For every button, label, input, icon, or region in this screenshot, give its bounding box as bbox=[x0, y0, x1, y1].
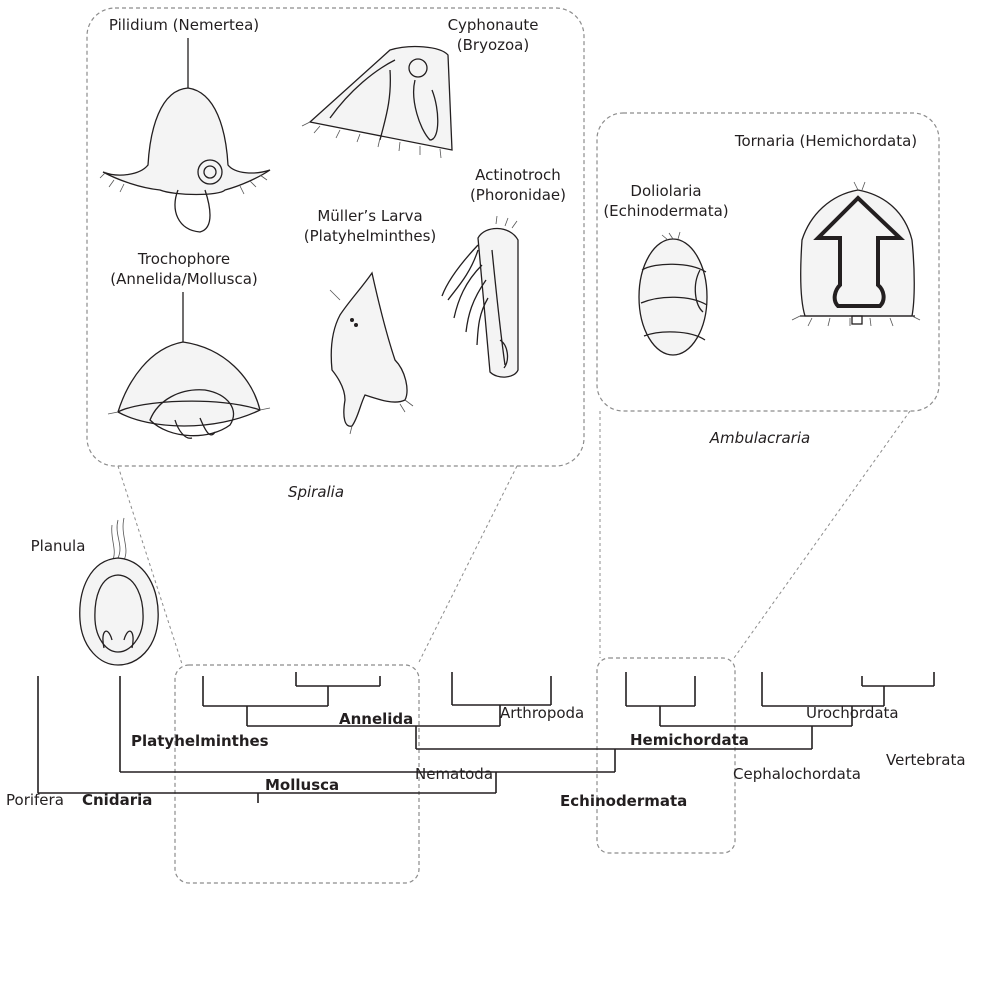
trochophore-label-line2: (Annelida/Mollusca) bbox=[110, 270, 258, 288]
actinotroch-illustration bbox=[442, 216, 518, 377]
tornaria-label: Tornaria (Hemichordata) bbox=[734, 132, 917, 150]
mullers-larva-label-line1: Müller’s Larva bbox=[317, 207, 422, 225]
planula-label: Planula bbox=[31, 537, 86, 555]
doliolaria-label-line2: (Echinodermata) bbox=[603, 202, 728, 220]
pilidium-label: Pilidium (Nemertea) bbox=[109, 16, 259, 34]
taxon-cnidaria: Cnidaria bbox=[82, 791, 152, 809]
mullers-larva-label-line2: (Platyhelminthes) bbox=[304, 227, 437, 245]
spiralia-group-label: Spiralia bbox=[288, 483, 344, 501]
taxon-nematoda: Nematoda bbox=[415, 765, 493, 783]
spiralia-clade-box bbox=[175, 665, 419, 883]
taxon-echinodermata: Echinodermata bbox=[560, 792, 687, 810]
taxon-cephalochordata: Cephalochordata bbox=[733, 765, 861, 783]
taxon-hemichordata: Hemichordata bbox=[630, 731, 749, 749]
cyphonaute-label-line2: (Bryozoa) bbox=[457, 36, 529, 54]
taxon-porifera: Porifera bbox=[6, 791, 64, 809]
ambulacraria-connector-right bbox=[734, 411, 910, 658]
taxon-urochordata: Urochordata bbox=[806, 704, 899, 722]
cyphonaute-label-line1: Cyphonaute bbox=[448, 16, 539, 34]
taxon-vertebrata: Vertebrata bbox=[886, 751, 966, 769]
tornaria-illustration bbox=[792, 182, 920, 326]
actinotroch-label-line1: Actinotroch bbox=[475, 166, 561, 184]
ambulacraria-group-label: Ambulacraria bbox=[709, 429, 810, 447]
taxon-annelida: Annelida bbox=[339, 710, 413, 728]
doliolaria-illustration bbox=[639, 232, 707, 355]
trochophore-label-line1: Trochophore bbox=[137, 250, 230, 268]
planula-illustration bbox=[80, 518, 158, 665]
cyphonaute-illustration bbox=[302, 47, 452, 158]
actinotroch-label-line2: (Phoronidae) bbox=[470, 186, 566, 204]
ambulacraria-clade-box bbox=[597, 658, 735, 853]
taxon-arthropoda: Arthropoda bbox=[500, 704, 584, 722]
doliolaria-label-line1: Doliolaria bbox=[630, 182, 701, 200]
trochophore-illustration bbox=[108, 292, 270, 438]
mullers-larva-illustration bbox=[330, 273, 413, 434]
spiralia-connector-right bbox=[418, 466, 517, 664]
taxon-mollusca: Mollusca bbox=[265, 776, 339, 794]
taxon-platyhelminthes: Platyhelminthes bbox=[131, 732, 269, 750]
pilidium-illustration bbox=[100, 38, 270, 232]
